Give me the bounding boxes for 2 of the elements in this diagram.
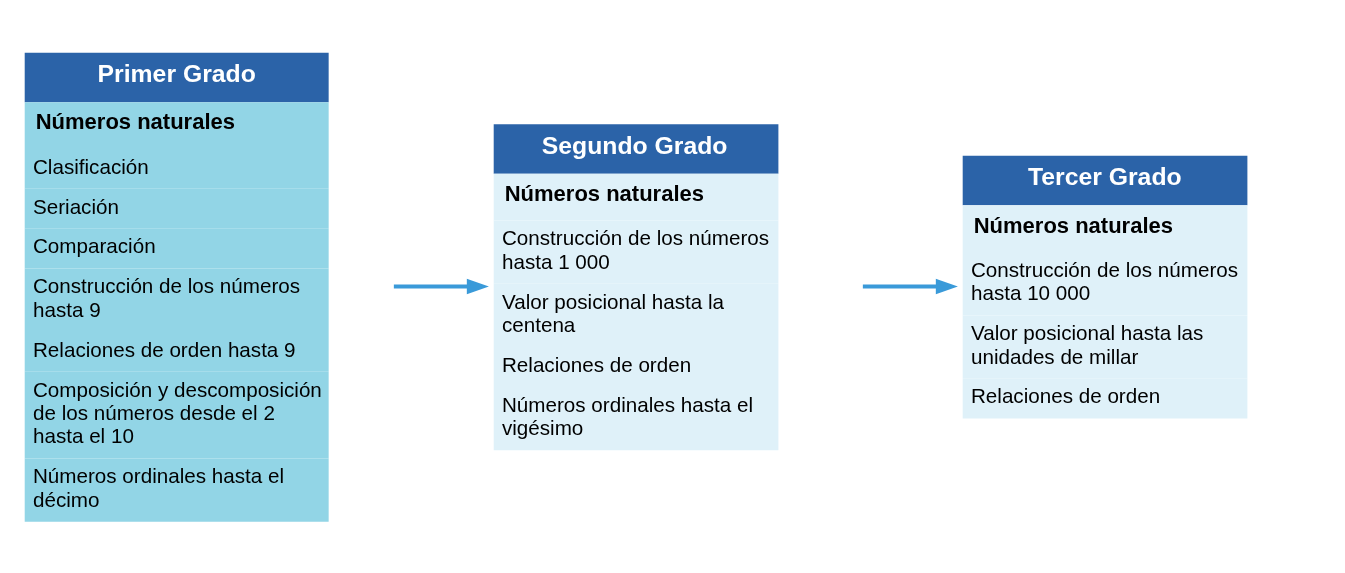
- arrow: [393, 278, 489, 295]
- arrow: [862, 278, 958, 295]
